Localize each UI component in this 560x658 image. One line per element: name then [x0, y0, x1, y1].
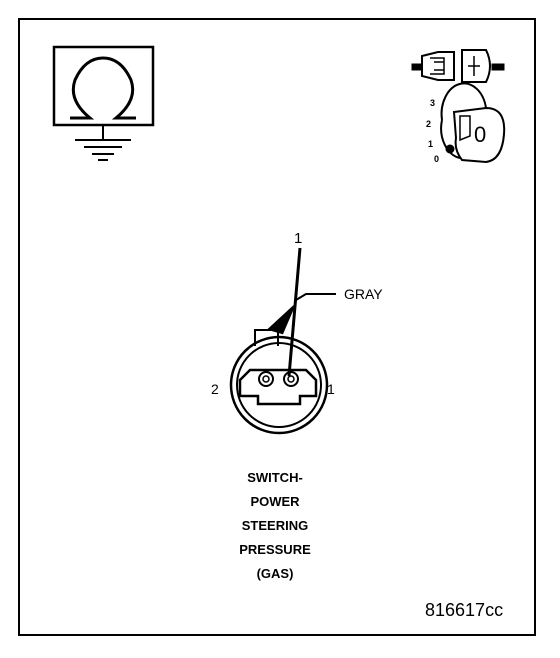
component-caption: SWITCH- POWER STEERING PRESSURE (GAS) [200, 466, 350, 586]
key-position-label: 0 [474, 122, 487, 147]
ignition-scale-0: 0 [434, 154, 440, 164]
ohmmeter-icon [52, 45, 155, 161]
diagram-frame [18, 18, 536, 636]
ignition-scale-3: 3 [430, 98, 436, 108]
caption-line: PRESSURE [239, 542, 311, 557]
ignition-scale-1: 1 [428, 139, 434, 149]
caption-line: (GAS) [256, 566, 294, 581]
caption-line: POWER [250, 494, 300, 509]
wire-color-label: GRAY [344, 286, 383, 302]
pin-callout-number: 1 [294, 230, 303, 247]
figure-id: 816617cc [425, 600, 504, 620]
ignition-key-icon [440, 82, 506, 164]
caption-line: SWITCH- [247, 470, 303, 485]
caption-line: STEERING [241, 518, 309, 533]
disconnect-connector-icon [411, 49, 505, 83]
ignition-scale-2: 2 [426, 119, 432, 129]
cavity-label-2: 2 [211, 381, 219, 397]
cavity-label-1: 1 [327, 381, 335, 397]
